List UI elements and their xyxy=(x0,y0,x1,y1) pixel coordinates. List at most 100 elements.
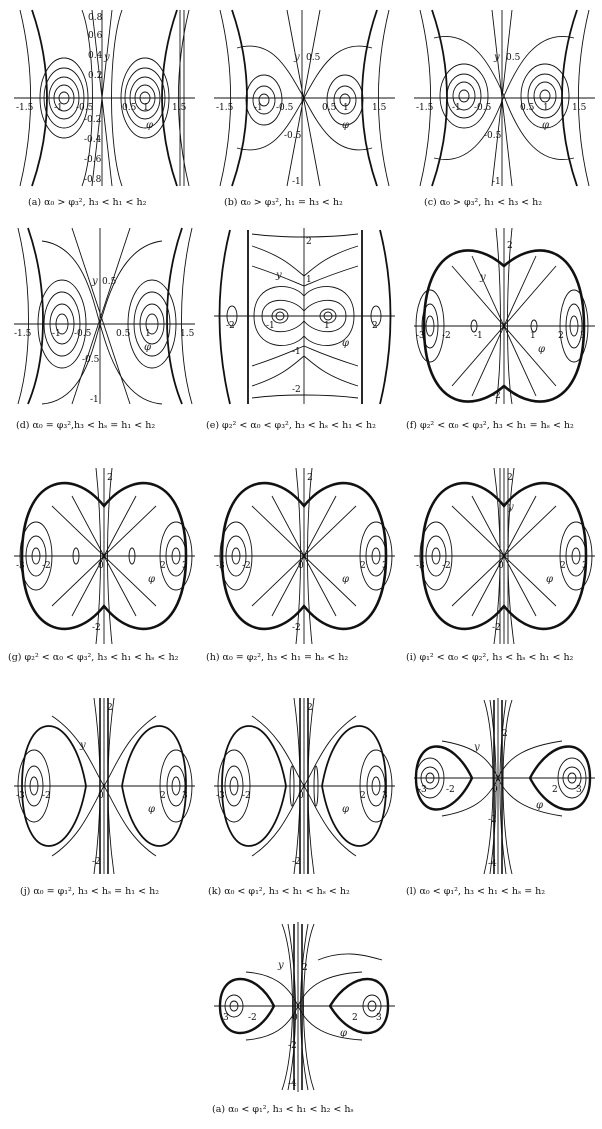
xtick: -1.5 xyxy=(216,103,234,113)
ytick: -2 xyxy=(292,623,301,633)
ytick: 2 xyxy=(507,473,513,483)
x-axis-label: φ xyxy=(148,574,155,585)
ytick: -2 xyxy=(492,623,501,633)
xtick: 3 xyxy=(182,561,188,571)
ytick: -0.5 xyxy=(82,355,100,365)
xtick: 1.5 xyxy=(180,329,195,339)
xtick: 2 xyxy=(360,791,366,801)
xtick: 1 xyxy=(343,103,349,113)
y-axis-label: y xyxy=(79,740,86,751)
xtick: 3 xyxy=(376,1013,382,1023)
xtick: -3 xyxy=(216,561,225,571)
x-axis-label: φ xyxy=(148,804,155,815)
caption-e: (e) φ₂² < α₀ < φ₃², h₃ < hₛ < h₁ < h₂ xyxy=(206,420,376,431)
phase-portrait-l: -3 -2 0 2 3 2 -2 -4 y φ (l) α₀ < φ₁², h₃… xyxy=(406,696,597,897)
ytick: -0.2 xyxy=(84,115,101,125)
ytick: 0.5 xyxy=(102,277,117,287)
xtick: -2 xyxy=(248,1013,257,1023)
y-axis-label: y xyxy=(293,52,300,63)
xtick: 3 xyxy=(576,785,582,795)
xtick: -2 xyxy=(42,791,51,801)
xtick: 0 xyxy=(298,791,304,801)
ytick: -2 xyxy=(92,623,101,633)
caption-d: (d) α₀ = φ₃²,h₃ < hₛ = h₁ < h₂ xyxy=(16,420,156,431)
x-axis-label: φ xyxy=(342,804,349,815)
xtick: -2 xyxy=(442,561,451,571)
xtick: -3 xyxy=(416,331,425,341)
y-axis-label: y xyxy=(507,502,514,513)
xtick: 0 xyxy=(98,561,104,571)
xtick: 2 xyxy=(360,561,366,571)
phase-plot-b: -1.5 -1 -0.5 0.5 1 1.5 0.5 -0.5 -1 y φ xyxy=(214,9,395,187)
phase-plot-f: -3 -2 -1 1 2 3 2 -2 y φ xyxy=(414,227,595,405)
phase-portrait-f: -3 -2 -1 1 2 3 2 -2 y φ (f) φ₂² < α₀ < φ… xyxy=(406,226,597,431)
phase-plot-k: -3 -2 0 2 3 2 -2 φ xyxy=(214,697,395,875)
ytick: -4 xyxy=(488,859,497,869)
ytick: 0.5 xyxy=(306,53,321,63)
xtick: 1 xyxy=(543,103,549,113)
ytick: -2 xyxy=(492,391,501,401)
caption-k: (k) α₀ < φ₁², h₃ < h₁ < hₛ < h₂ xyxy=(208,886,350,897)
phase-plot-m: -3 -2 0 2 3 2 -2 -4 y φ xyxy=(214,922,395,1092)
xtick: 2 xyxy=(372,321,378,331)
xtick: -2 xyxy=(226,321,235,331)
ytick: -0.5 xyxy=(484,131,502,141)
ytick: -0.4 xyxy=(84,135,102,145)
xtick: -3 xyxy=(216,791,225,801)
caption-c: (c) α₀ > φ₃², h₁ < h₃ < h₂ xyxy=(424,197,543,208)
ytick: -0.8 xyxy=(84,175,102,185)
caption-i: (i) φ₁² < α₀ < φ₂², h₃ < hₛ < h₁ < h₂ xyxy=(406,652,574,663)
phase-portrait-m: -3 -2 0 2 3 2 -2 -4 y φ (a) α₀ < φ₁², h₃… xyxy=(212,920,397,1115)
ytick: 1 xyxy=(306,275,312,285)
xtick: 0 xyxy=(98,791,104,801)
phase-portrait-e: -2 -1 1 2 2 1 -1 -2 y φ (e) φ₂² < α₀ < φ… xyxy=(206,226,397,431)
ytick: 0.4 xyxy=(88,51,103,61)
xtick: -1 xyxy=(52,329,61,339)
phase-plot-a: -1.5 -1 -0.5 0.5 1 1.5 0.8 0.6 0.4 0.2 -… xyxy=(14,9,195,187)
xtick: -1 xyxy=(54,103,63,113)
xtick: -3 xyxy=(16,561,25,571)
xtick: -1.5 xyxy=(416,103,434,113)
xtick: -2 xyxy=(442,331,451,341)
xtick: -2 xyxy=(42,561,51,571)
xtick: 1.5 xyxy=(172,103,187,113)
xtick: 1 xyxy=(143,103,149,113)
phase-portrait-a: -1.5 -1 -0.5 0.5 1 1.5 0.8 0.6 0.4 0.2 -… xyxy=(12,8,197,208)
phase-plot-h: -3 -2 0 2 3 2 -2 φ xyxy=(214,467,395,645)
xtick: 2 xyxy=(160,561,166,571)
x-axis-label: φ xyxy=(538,344,545,355)
ytick: 0.2 xyxy=(88,71,102,81)
xtick: -0.5 xyxy=(474,103,492,113)
xtick: -1 xyxy=(254,103,263,113)
xtick: -1 xyxy=(474,331,483,341)
phase-plot-c: -1.5 -1 -0.5 0.5 1 1.5 0.5 -0.5 -1 y φ xyxy=(414,9,595,187)
ytick: -2 xyxy=(292,857,301,867)
xtick: 2 xyxy=(160,791,166,801)
phase-portrait-g: -3 -2 0 2 3 2 -2 φ (g) φ₂² < α₀ < φ₃², h… xyxy=(8,466,197,663)
phase-plot-i: -3 -2 0 2 3 2 -2 y φ xyxy=(414,467,595,645)
ytick: -2 xyxy=(288,1041,297,1051)
y-axis-label: y xyxy=(493,52,500,63)
xtick: -1 xyxy=(266,321,275,331)
xtick: -3 xyxy=(220,1013,229,1023)
xtick: -0.5 xyxy=(74,329,92,339)
xtick: -1 xyxy=(452,103,461,113)
xtick: 2 xyxy=(352,1013,358,1023)
x-axis-label: φ xyxy=(546,574,553,585)
ytick: 2 xyxy=(307,473,313,483)
phase-portrait-k: -3 -2 0 2 3 2 -2 φ (k) α₀ < φ₁², h₃ < h₁… xyxy=(208,696,397,897)
xtick: -3 xyxy=(418,785,427,795)
xtick: -0.5 xyxy=(76,103,94,113)
xtick: 0 xyxy=(492,785,498,795)
xtick: 3 xyxy=(182,791,188,801)
ytick: 0.8 xyxy=(88,13,103,23)
ytick: -2 xyxy=(92,857,101,867)
phase-portrait-d: -1.5 -1 -0.5 0.5 1 1.5 0.5 -0.5 -1 y φ (… xyxy=(12,226,197,431)
xtick: 2 xyxy=(552,785,558,795)
phase-portrait-h: -3 -2 0 2 3 2 -2 φ (h) α₀ = φ₂², h₃ < h₁… xyxy=(206,466,397,663)
ytick: 2 xyxy=(307,703,313,713)
ytick: -1 xyxy=(90,395,99,405)
phase-portrait-j: -3 -2 0 2 3 2 -2 y φ (j) α₀ = φ₁², h₃ < … xyxy=(12,696,197,897)
phase-plot-l: -3 -2 0 2 3 2 -2 -4 y φ xyxy=(414,698,595,875)
ytick: -0.6 xyxy=(84,155,102,165)
